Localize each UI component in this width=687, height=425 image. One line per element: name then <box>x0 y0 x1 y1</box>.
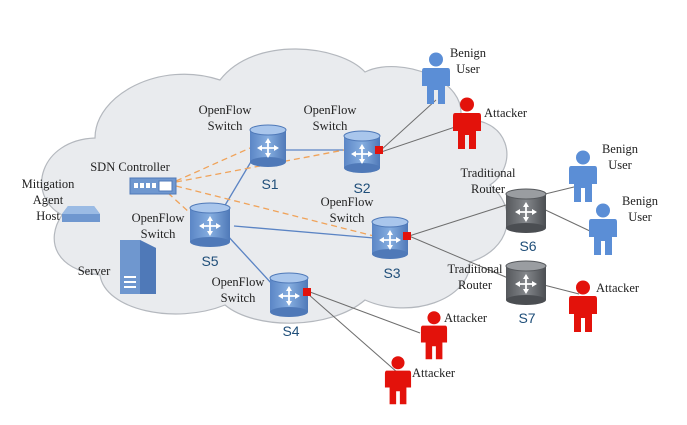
s3-switch-label: Switch <box>330 211 365 225</box>
s5-switch-label: Switch <box>141 227 176 241</box>
s3-id: S3 <box>383 265 400 281</box>
mitigation-label-1: Mitigation <box>22 177 76 191</box>
link-s5-s3 <box>233 225 375 239</box>
s1-openflow-label: OpenFlow <box>199 103 252 117</box>
benign-1-label-1: Benign <box>450 46 487 60</box>
link-s5-s4 <box>225 233 273 285</box>
mitigation-agent-host-icon <box>62 206 100 222</box>
attacker-2-icon <box>569 280 597 332</box>
s2-id: S2 <box>353 180 370 196</box>
switch-s4-icon <box>269 272 311 317</box>
switch-s5-icon <box>189 202 231 247</box>
switch-s1-icon <box>249 124 287 167</box>
s4-id: S4 <box>282 323 299 339</box>
benign-3-label-1: Benign <box>622 194 659 208</box>
s5-openflow-label: OpenFlow <box>132 211 185 225</box>
s4-openflow-label: OpenFlow <box>212 275 265 289</box>
benign-2-label-2: User <box>608 158 632 172</box>
s7-router-label: Router <box>458 278 493 292</box>
labels: Mitigation Agent Host SDN Controller Ser… <box>22 46 659 380</box>
router-s6-icon <box>505 188 547 233</box>
sdn-controller-icon <box>129 177 177 195</box>
s1-switch-label: Switch <box>208 119 243 133</box>
s6-id: S6 <box>519 238 536 254</box>
s1-id: S1 <box>261 176 278 192</box>
attacker-4-label: Attacker <box>412 366 456 380</box>
s2-switch-label: Switch <box>313 119 348 133</box>
benign-2-label-1: Benign <box>602 142 639 156</box>
switch-s3-icon <box>371 216 411 259</box>
server-icon <box>120 240 156 294</box>
server-label: Server <box>78 264 111 278</box>
benign-1-label-2: User <box>456 62 480 76</box>
mitigation-label-3: Host <box>36 209 60 223</box>
sdn-controller-label: SDN Controller <box>90 160 170 174</box>
attacker-2-label: Attacker <box>596 281 640 295</box>
attacker-3-label: Attacker <box>444 311 488 325</box>
data-links <box>223 149 375 285</box>
benign-user-2-icon <box>569 150 597 202</box>
router-s7-icon <box>505 260 547 305</box>
attacker-4-icon <box>384 356 412 405</box>
s6-traditional-label: Traditional <box>460 166 516 180</box>
benign-3-label-2: User <box>628 210 652 224</box>
s6-router-label: Router <box>471 182 506 196</box>
s2-openflow-label: OpenFlow <box>304 103 357 117</box>
attacker-1-label: Attacker <box>484 106 528 120</box>
s7-id: S7 <box>518 310 535 326</box>
switch-s2-icon <box>343 130 383 173</box>
benign-user-3-icon <box>589 203 617 255</box>
s4-switch-label: Switch <box>221 291 256 305</box>
external-links <box>307 99 593 374</box>
s7-traditional-label: Traditional <box>447 262 503 276</box>
s5-id: S5 <box>201 253 218 269</box>
s3-openflow-label: OpenFlow <box>321 195 374 209</box>
mitigation-label-2: Agent <box>33 193 64 207</box>
